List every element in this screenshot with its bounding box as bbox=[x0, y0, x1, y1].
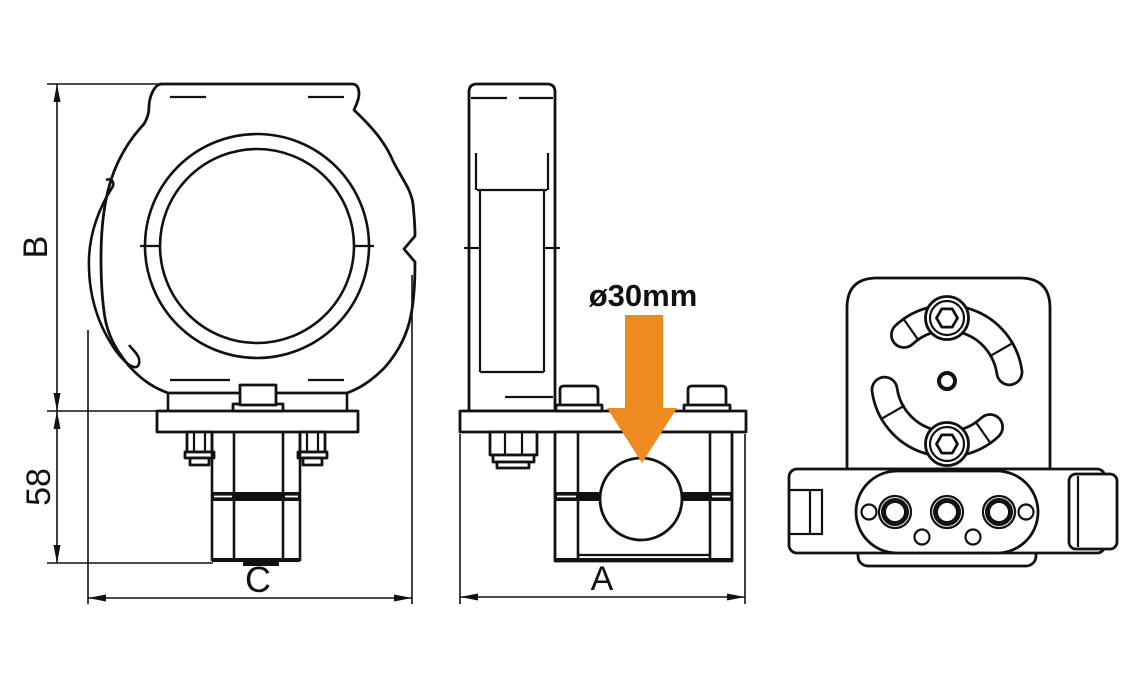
bore-callout: ø30mm bbox=[589, 278, 698, 463]
clamp-body-outline bbox=[99, 82, 417, 395]
side-view bbox=[458, 82, 748, 563]
right-bracket bbox=[1067, 472, 1119, 551]
slot-tick-2 bbox=[988, 341, 1015, 358]
stem-split-band bbox=[212, 492, 300, 501]
boss-body bbox=[238, 383, 278, 407]
nut-under-plate bbox=[488, 430, 539, 470]
clamp-lever bbox=[87, 178, 141, 369]
dim-label-c: C bbox=[245, 559, 271, 600]
bore-hole bbox=[598, 456, 684, 542]
bore-arrow-head bbox=[607, 408, 677, 463]
dim-label-58: 58 bbox=[20, 468, 58, 506]
hex-screw-bottom bbox=[924, 421, 970, 467]
bore-diameter-label: ø30mm bbox=[589, 278, 698, 313]
nut-left bbox=[183, 430, 216, 467]
slot-tick-3 bbox=[974, 420, 993, 445]
slot-tick-1 bbox=[901, 317, 920, 342]
arrow-c-left bbox=[88, 594, 106, 602]
mounting-stem bbox=[210, 432, 302, 566]
left-clip bbox=[787, 488, 824, 536]
arrow-a-right bbox=[727, 593, 745, 601]
rear-view bbox=[787, 276, 1119, 568]
bore-arrow-shaft bbox=[625, 315, 663, 409]
dimension-c: C bbox=[87, 275, 413, 604]
arrow-58-top bbox=[53, 411, 61, 429]
boss-holes bbox=[860, 494, 1035, 546]
nut-right bbox=[296, 430, 329, 467]
flange-plate-side bbox=[458, 409, 748, 434]
dim-label-a: A bbox=[591, 560, 614, 598]
bolt-head-right bbox=[682, 384, 732, 413]
hex-screw-top bbox=[924, 295, 970, 341]
arrow-c-right bbox=[394, 594, 412, 602]
front-view bbox=[87, 82, 417, 566]
bolt-head-left bbox=[554, 384, 604, 413]
post-outline bbox=[467, 82, 557, 413]
arrow-b-top bbox=[53, 84, 61, 102]
slot-tick-4 bbox=[879, 404, 906, 421]
arrow-b-bottom bbox=[53, 393, 61, 411]
dimension-a: A bbox=[459, 434, 746, 604]
stem-bottom-tab bbox=[243, 561, 279, 566]
dimension-b-and-58: B 58 bbox=[17, 83, 213, 564]
arrow-a-left bbox=[460, 593, 478, 601]
dim-label-b: B bbox=[17, 236, 55, 259]
pivot-hole bbox=[937, 371, 957, 391]
flange-plate-front bbox=[155, 409, 360, 434]
arrow-58-bottom bbox=[53, 545, 61, 563]
